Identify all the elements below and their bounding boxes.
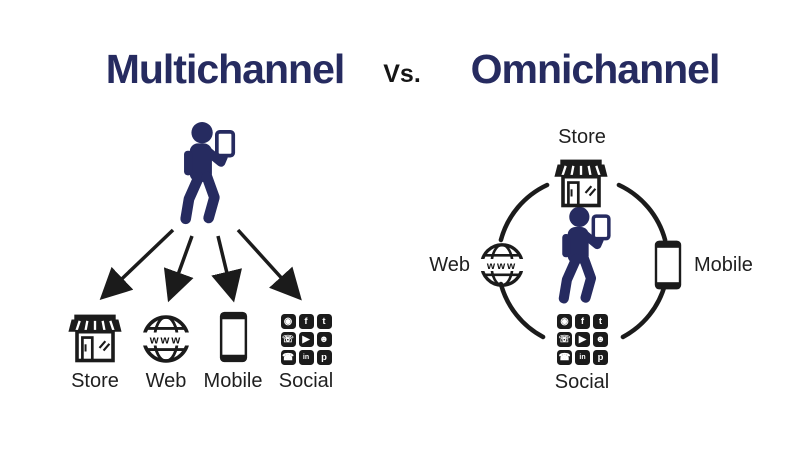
pinterest-icon: p	[316, 350, 332, 365]
storefront-icon	[68, 311, 122, 365]
snapchat-icon: ☻	[316, 332, 332, 347]
facebook-icon: f	[298, 314, 314, 329]
cycle-arc-bottom-right	[620, 281, 668, 340]
instagram-icon: ◉	[557, 314, 572, 329]
arrow-to-mobile	[211, 235, 242, 303]
linkedin-icon: in	[575, 350, 590, 365]
store-label: Store	[71, 370, 119, 392]
arrow-to-store	[99, 228, 175, 301]
multichannel-web-channel: Web	[124, 303, 208, 393]
social-label: Social	[278, 370, 334, 392]
omnichannel-cycle-circle	[498, 182, 668, 340]
customer-with-phone-icon	[545, 206, 623, 307]
snapchat-icon: ☻	[593, 332, 608, 347]
whatsapp-icon: ☏	[557, 332, 572, 347]
cycle-arc-top-left	[498, 182, 550, 243]
customer-with-phone-icon	[166, 121, 248, 228]
omnichannel-title: Omnichannel	[470, 46, 721, 92]
multichannel-mobile-channel: Mobile	[191, 303, 275, 393]
youtube-icon: ▶	[298, 332, 314, 347]
multichannel-arrows	[99, 228, 302, 303]
web-label: Web	[145, 370, 187, 392]
omni-social-label: Social	[554, 371, 610, 393]
arrow-to-web	[163, 235, 194, 303]
linkedin-icon: in	[298, 350, 314, 365]
instagram-icon: ◉	[280, 314, 296, 329]
omni-web-label: Web	[429, 254, 470, 276]
smartphone-icon	[652, 237, 684, 293]
omni-mobile-label: Mobile	[694, 254, 753, 276]
omni-store-label: Store	[558, 126, 606, 148]
youtube-icon: ▶	[575, 332, 590, 347]
arrow-to-social	[236, 228, 302, 301]
globe-www-icon	[140, 313, 192, 365]
smartphone-icon	[217, 309, 250, 365]
twitter-icon: t	[316, 314, 332, 329]
cycle-arc-bottom-left	[498, 281, 546, 340]
mobile-label: Mobile	[203, 370, 263, 392]
facebook-icon: f	[575, 314, 590, 329]
multichannel-store-channel: Store	[53, 303, 137, 393]
twitter-icon: t	[593, 314, 608, 329]
viber-icon: ☎	[280, 350, 296, 365]
vs-separator: Vs.	[383, 60, 421, 88]
cycle-arc-top-right	[616, 182, 668, 243]
pinterest-icon: p	[593, 350, 608, 365]
viber-icon: ☎	[557, 350, 572, 365]
whatsapp-icon: ☏	[280, 332, 296, 347]
globe-www-icon	[478, 241, 526, 289]
multichannel-title: Multichannel	[105, 46, 346, 92]
storefront-icon	[554, 156, 608, 210]
